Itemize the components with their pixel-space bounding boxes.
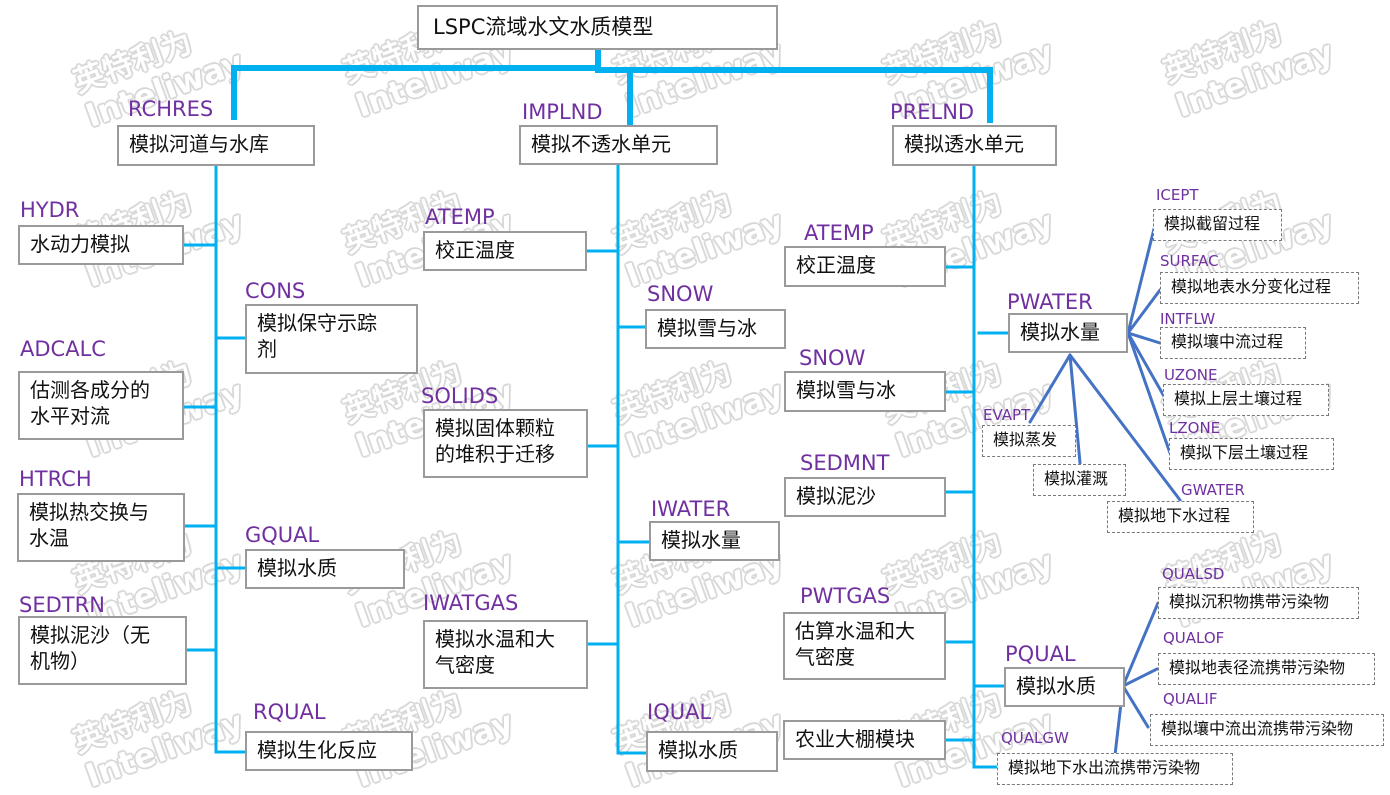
solids-code: SOLIDS — [421, 384, 499, 408]
lzone-code: LZONE — [1169, 419, 1221, 437]
intflw-connector — [1126, 331, 1162, 345]
surfac-node[interactable]: 模拟地表水分变化过程 — [1160, 272, 1359, 304]
gqual-node[interactable]: 模拟水质 — [245, 549, 405, 589]
iwater-node[interactable]: 模拟水量 — [649, 521, 780, 561]
evapt-connector — [1028, 353, 1072, 424]
prelnd-node[interactable]: 模拟透水单元 — [892, 125, 1057, 166]
gwater-node[interactable]: 模拟地下水过程 — [1107, 501, 1254, 533]
pwtgas-code: PWTGAS — [800, 584, 891, 608]
hydr-code: HYDR — [20, 198, 80, 222]
implnd-code: IMPLND — [522, 100, 603, 124]
htrch-code: HTRCH — [19, 467, 92, 491]
sedtrn-code: SEDTRN — [19, 593, 105, 617]
root-node[interactable]: LSPC流域水文水质模型 — [417, 5, 778, 50]
intflw-node[interactable]: 模拟壤中流过程 — [1160, 327, 1306, 359]
icept-connector — [1126, 223, 1157, 335]
pwater-code: PWATER — [1007, 290, 1093, 314]
uzone-code: UZONE — [1164, 366, 1218, 384]
qualif-node[interactable]: 模拟壤中流出流携带污染物 — [1150, 714, 1384, 746]
icept-code: ICEPT — [1156, 186, 1199, 204]
iwatgas-code: IWATGAS — [423, 591, 519, 615]
qualof-node[interactable]: 模拟地表径流携带污染物 — [1158, 653, 1375, 685]
icept-node[interactable]: 模拟截留过程 — [1153, 209, 1282, 241]
rqual-code: RQUAL — [253, 700, 326, 724]
pqual-code: PQUAL — [1005, 642, 1076, 666]
atemp-p-code: ATEMP — [804, 221, 874, 245]
qualif-connector — [1121, 684, 1150, 729]
qualsd-connector — [1121, 601, 1160, 688]
gqual-code: GQUAL — [245, 523, 320, 547]
rchres-code: RCHRES — [128, 97, 214, 121]
prelnd-code: PRELND — [890, 100, 975, 124]
qualof-connector — [1121, 667, 1159, 688]
cons-code: CONS — [245, 279, 306, 303]
qualgw-node[interactable]: 模拟地下水出流携带污染物 — [997, 753, 1233, 785]
cons-node[interactable]: 模拟保守示踪 剂 — [245, 304, 418, 374]
qualif-code: QUALIF — [1163, 690, 1218, 708]
adcalc-node[interactable]: 估测各成分的 水平对流 — [18, 371, 184, 440]
atemp-i-node[interactable]: 校正温度 — [423, 231, 587, 271]
adcalc-code: ADCALC — [20, 337, 106, 361]
pqual-node[interactable]: 模拟水质 — [1004, 667, 1125, 707]
sedmnt-node[interactable]: 模拟泥沙 — [784, 477, 946, 517]
rqual-node[interactable]: 模拟生化反应 — [245, 731, 413, 771]
qualsd-code: QUALSD — [1162, 565, 1225, 583]
hydr-node[interactable]: 水动力模拟 — [18, 225, 184, 265]
atemp-i-code: ATEMP — [425, 205, 495, 229]
iwatgas-node[interactable]: 模拟水温和大 气密度 — [423, 620, 588, 689]
sedtrn-node[interactable]: 模拟泥沙（无 机物） — [18, 616, 187, 685]
iqual-code: IQUAL — [647, 700, 712, 724]
iwater-code: IWATER — [651, 497, 731, 521]
evapt-code: EVAPT — [983, 406, 1031, 424]
greenhouse-node[interactable]: 农业大棚模块 — [783, 720, 946, 760]
sedmnt-code: SEDMNT — [800, 451, 890, 475]
qualsd-node[interactable]: 模拟沉积物携带污染物 — [1158, 587, 1359, 619]
snow-i-code: SNOW — [647, 282, 714, 306]
snow-p-code: SNOW — [799, 346, 866, 370]
snow-i-node[interactable]: 模拟雪与冰 — [645, 309, 786, 349]
evapt-node[interactable]: 模拟蒸发 — [982, 425, 1076, 457]
lzone-node[interactable]: 模拟下层土壤过程 — [1169, 438, 1334, 470]
snow-p-node[interactable]: 模拟雪与冰 — [784, 371, 946, 412]
qualgw-code: QUALGW — [1001, 729, 1069, 747]
gwater-code: GWATER — [1181, 481, 1245, 499]
atemp-p-node[interactable]: 校正温度 — [784, 246, 946, 287]
htrch-node[interactable]: 模拟热交换与 水温 — [17, 493, 185, 562]
uzone-node[interactable]: 模拟上层土壤过程 — [1163, 384, 1329, 416]
solids-node[interactable]: 模拟固体颗粒 的堆积于迁移 — [423, 409, 588, 478]
irrigation-node[interactable]: 模拟灌溉 — [1033, 464, 1126, 496]
pwtgas-node[interactable]: 估算水温和大 气密度 — [783, 612, 946, 680]
surfac-code: SURFAC — [1160, 252, 1219, 270]
implnd-node[interactable]: 模拟不透水单元 — [519, 125, 718, 165]
rchres-node[interactable]: 模拟河道与水库 — [117, 125, 315, 166]
top-bus-connector — [231, 65, 993, 123]
iqual-node[interactable]: 模拟水质 — [646, 731, 778, 772]
qualof-code: QUALOF — [1163, 629, 1225, 647]
pwater-node[interactable]: 模拟水量 — [1008, 313, 1128, 353]
surfac-connector — [1126, 288, 1162, 335]
intflw-code: INTFLW — [1160, 310, 1216, 328]
